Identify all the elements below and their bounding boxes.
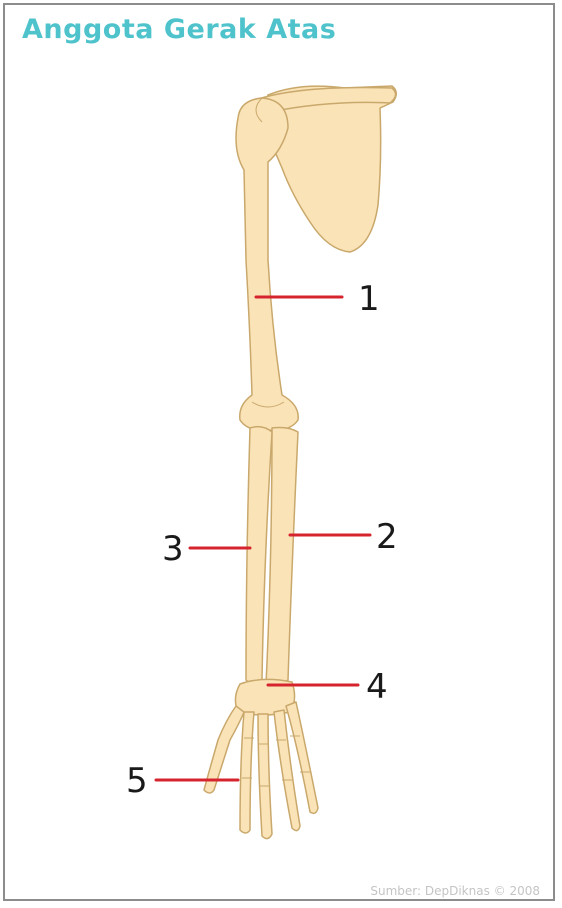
label-2: 2 — [376, 517, 398, 557]
label-4: 4 — [366, 667, 388, 707]
label-5: 5 — [126, 761, 148, 801]
label-1: 1 — [358, 279, 380, 319]
radius-bone — [266, 428, 298, 687]
index-finger-bone — [240, 712, 254, 833]
middle-finger-bone — [258, 714, 272, 839]
source-credit: Sumber: DepDiknas © 2008 — [370, 884, 540, 898]
bone-group — [204, 86, 396, 839]
label-3: 3 — [162, 529, 184, 569]
